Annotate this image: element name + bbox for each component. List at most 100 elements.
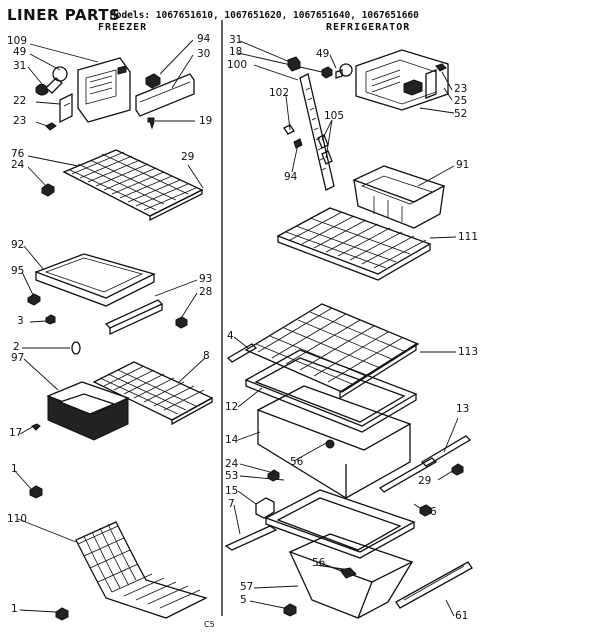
ice-bucket-part: [46, 381, 130, 441]
crisper-cover-frame-part: [244, 349, 418, 433]
label-113: 113: [458, 346, 479, 358]
wire-basket-part: [75, 521, 208, 619]
refrigerator-heading: REFRIGERATOR: [326, 22, 411, 33]
part-4-strip: [226, 343, 258, 363]
clip-24-part: [41, 183, 55, 197]
label-29-ref: 29: [418, 475, 432, 487]
part-17: [31, 423, 41, 431]
meat-pan-part: [288, 533, 414, 619]
label-56: 56: [290, 456, 304, 468]
clip-95-part: [27, 293, 41, 306]
control-housing-part: [135, 73, 195, 117]
trim-61-part: [395, 561, 473, 609]
label-12: 12: [225, 401, 239, 413]
label-3: 3: [17, 315, 24, 327]
label-102: 102: [269, 87, 290, 99]
page-title: LINER PARTS: [7, 6, 121, 24]
label-4: 4: [227, 330, 234, 342]
label-94: 94: [197, 33, 211, 45]
freezer-leaders: [13, 39, 206, 613]
model-numbers: Models: 1067651610, 1067651620, 10676516…: [110, 10, 419, 21]
freezer-shelf-8-part: [92, 361, 214, 426]
label-14: 14: [225, 434, 239, 446]
label-24-ref: 24: [225, 458, 239, 470]
refrigerator-light-parts: [287, 56, 353, 79]
label-1-bottom: 1: [11, 603, 18, 615]
label-29: 29: [181, 151, 195, 163]
label-15: 15: [225, 485, 239, 497]
label-2: 2: [13, 341, 20, 353]
part-2: [71, 341, 81, 355]
clip-6-part: [419, 504, 432, 517]
clip-28-part: [175, 316, 188, 329]
screw-23-part: [45, 122, 57, 131]
pan-cover-part: [264, 489, 416, 559]
part-15: [255, 497, 275, 519]
label-30: 30: [197, 48, 211, 60]
label-76: 76: [11, 148, 25, 160]
label-97: 97: [11, 352, 25, 364]
refrigerator-bracket-part: [425, 63, 447, 99]
label-49-ref: 49: [316, 48, 330, 60]
freezer-tray-part: [34, 253, 156, 307]
label-49: 49: [13, 46, 27, 58]
label-109: 109: [7, 35, 28, 47]
label-91: 91: [456, 159, 470, 171]
label-31: 31: [13, 60, 27, 72]
label-53: 53: [225, 470, 239, 482]
bracket-22-part: [59, 92, 73, 124]
part-1b: [55, 607, 69, 621]
label-24: 24: [11, 159, 25, 171]
freezer-heading: FREEZER: [98, 22, 148, 33]
label-13: 13: [456, 403, 470, 415]
label-17: 17: [9, 427, 23, 439]
refrigerator-shelf-113-part: [244, 303, 420, 400]
label-5: 5: [240, 594, 247, 606]
shelf-rail-part: [299, 73, 335, 191]
label-18: 18: [229, 46, 243, 58]
label-56-lower: 56: [312, 557, 326, 569]
label-95: 95: [11, 265, 25, 277]
label-93: 93: [199, 273, 213, 285]
label-52: 52: [454, 108, 468, 120]
label-57: 57: [240, 581, 254, 593]
footer-code: C5: [204, 620, 215, 629]
label-31-ref: 31: [229, 34, 243, 46]
label-100: 100: [227, 59, 248, 71]
drawer-track-part: [420, 435, 472, 467]
label-1: 1: [11, 463, 18, 475]
part-1a: [29, 485, 43, 499]
label-105: 105: [324, 110, 345, 122]
freezer-wire-shelf-part: [62, 149, 204, 222]
label-111: 111: [458, 231, 479, 243]
label-94-ref: 94: [284, 171, 298, 183]
refrigerator-control-housing-part: [355, 49, 449, 111]
label-61: 61: [455, 610, 469, 622]
light-bulb-part: [35, 66, 68, 96]
screw-19-part: [147, 117, 155, 130]
label-19: 19: [199, 115, 213, 127]
label-8: 8: [203, 350, 210, 362]
label-22: 22: [13, 95, 27, 107]
drawer-rail-53-part: [378, 457, 438, 493]
deli-drawer-part: [352, 165, 446, 229]
crisper-drawer-part: [256, 385, 412, 499]
label-6: 6: [430, 506, 437, 518]
label-7: 7: [228, 498, 235, 510]
shelf-bracket-parts: [283, 124, 333, 165]
label-28: 28: [199, 286, 213, 298]
label-23: 23: [13, 115, 27, 127]
part-5: [283, 603, 297, 617]
light-housing-part: [77, 57, 131, 123]
label-25: 25: [454, 95, 468, 107]
tray-front-part: [104, 299, 164, 336]
strip-7-part: [224, 525, 278, 551]
part-3: [45, 314, 56, 325]
label-92: 92: [11, 239, 25, 251]
label-110: 110: [7, 513, 28, 525]
clip-29b-part: [451, 463, 464, 476]
label-23-ref: 23: [454, 83, 468, 95]
clip-24b-part: [267, 469, 280, 482]
refrigerator-shelf-111-part: [276, 207, 432, 281]
